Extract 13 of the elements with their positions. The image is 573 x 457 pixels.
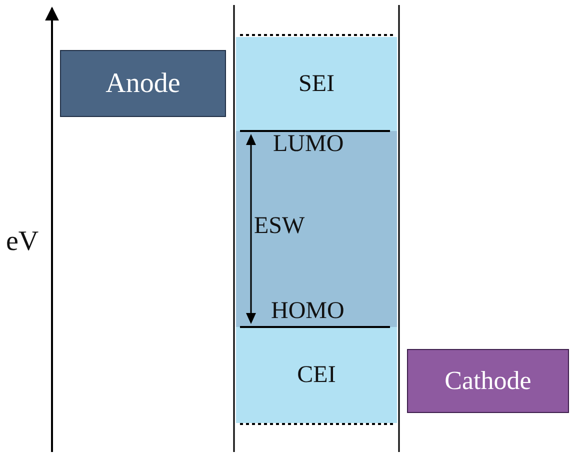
axis-label: eV [6,226,39,258]
window-band [236,131,397,327]
electrode-box [407,349,569,413]
region-label: ESW [254,213,305,240]
electrode-box [60,50,226,117]
sei-band [236,37,397,131]
region-label: Anode [106,68,180,100]
cei-band [236,327,397,423]
level-label: HOMO [271,298,344,325]
region-label: CEI [297,362,336,388]
region-label: SEI [298,70,334,98]
region-label: Cathode [444,366,532,396]
level-label: LUMO [273,131,344,158]
